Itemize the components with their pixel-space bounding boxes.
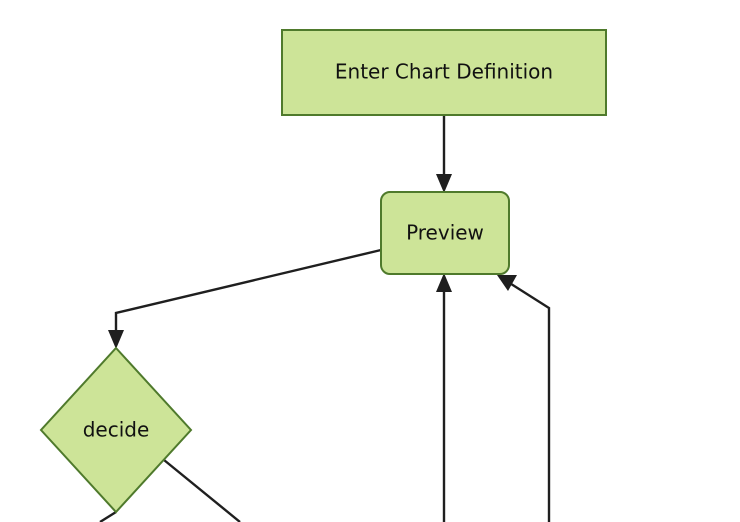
edge-line xyxy=(99,510,117,522)
arrow-head-icon xyxy=(436,174,452,193)
edge-line xyxy=(163,459,241,522)
node-decide[interactable]: decide xyxy=(39,346,193,514)
edge-inbound-right-to-preview xyxy=(497,275,551,522)
edge-preview-to-decide xyxy=(108,248,382,349)
node-shape-rounded-rectangle[interactable] xyxy=(380,191,510,275)
node-enter-chart-definition[interactable]: Enter Chart Definition xyxy=(281,29,607,116)
arrow-head-icon xyxy=(436,273,452,292)
arrow-head-icon xyxy=(108,330,124,349)
node-preview[interactable]: Preview xyxy=(380,191,510,275)
edge-enter-to-preview xyxy=(436,115,452,193)
node-shape-rectangle[interactable] xyxy=(281,29,607,116)
edge-line xyxy=(507,280,551,522)
edge-decide-bottom-left xyxy=(99,510,117,522)
edge-decide-bottom-right xyxy=(163,459,241,522)
arrow-head-icon xyxy=(497,275,517,291)
edge-inbound-center-to-preview xyxy=(436,273,452,522)
edge-line xyxy=(114,248,382,338)
node-shape-diamond[interactable] xyxy=(39,346,193,514)
